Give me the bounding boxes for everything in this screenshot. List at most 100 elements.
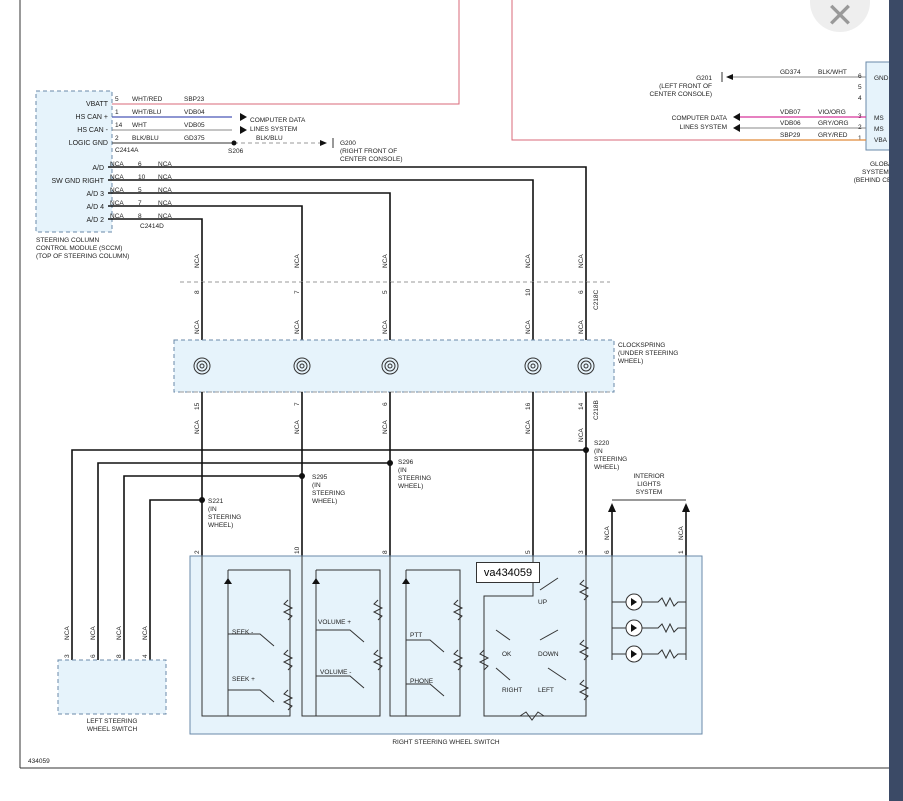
svg-text:NCA: NCA [525, 420, 532, 434]
svg-text:7: 7 [294, 290, 301, 294]
resistor-icon [519, 711, 545, 721]
svg-text:2: 2 [194, 550, 201, 554]
svg-text:LEFT: LEFT [538, 687, 554, 694]
arrow-icon [240, 126, 247, 134]
gsm-data-1: LINES SYSTEM [680, 124, 727, 131]
svg-text:8: 8 [194, 290, 201, 294]
diode-icon [224, 578, 232, 584]
arrow-icon [733, 113, 740, 121]
svg-text:S221: S221 [208, 498, 224, 505]
nca-tag: NCA [110, 213, 124, 220]
sccm-circuit-3: GD375 [184, 135, 205, 142]
svg-text:7: 7 [294, 402, 301, 406]
resistor-icon [282, 599, 294, 621]
resistor-icon [578, 639, 590, 661]
sccm-lower-num-4: 8 [138, 213, 142, 220]
sccm-connector-a: C2414A [115, 147, 139, 154]
svg-text:5: 5 [382, 290, 389, 294]
svg-text:PHONE: PHONE [410, 678, 434, 685]
sccm-pin-1: HS CAN + [76, 114, 108, 121]
sccm-circuit-1: VDB04 [184, 109, 205, 116]
g200-1: (RIGHT FRONT OF [340, 148, 397, 155]
svg-text:WHEEL SWITCH: WHEEL SWITCH [87, 726, 138, 733]
gsm-pin-0: 6 [858, 73, 862, 80]
sccm-circuit-2: VDB05 [184, 122, 205, 129]
svg-text:INTERIOR: INTERIOR [633, 473, 664, 480]
resistor-icon [452, 649, 464, 671]
sccm-lower-pin-2: SW GND RIGHT [52, 178, 105, 185]
svg-text:14: 14 [578, 402, 585, 410]
rsw-pin-labels: 2 10 8 5 3 6 1 [194, 546, 685, 554]
svg-text:NCA: NCA [382, 420, 389, 434]
svg-text:STEERING: STEERING [312, 490, 345, 497]
s221-splice [199, 497, 205, 503]
svg-text:NCA: NCA [578, 320, 585, 334]
image-tag: va434059 [476, 562, 540, 583]
right-steering-wheel-switch [189, 555, 703, 735]
svg-text:1: 1 [678, 550, 685, 554]
s295-splice [299, 473, 305, 479]
svg-text:16: 16 [525, 402, 532, 410]
sccm-pin-2: HS CAN - [77, 127, 108, 134]
gsm-pin-2: 4 [858, 95, 862, 102]
scrollbar[interactable] [889, 0, 903, 801]
arrow-icon [320, 140, 327, 146]
gsm-title-2: (BEHIND CEN [854, 177, 897, 184]
resistor-icon [282, 689, 294, 711]
svg-text:OK: OK [502, 651, 512, 658]
svg-text:VOLUME -: VOLUME - [320, 669, 351, 676]
gsm-label-1: MS [874, 115, 884, 122]
svg-text:6: 6 [382, 402, 389, 406]
sccm-module [35, 90, 113, 233]
sccm-num-0: 5 [115, 96, 119, 103]
g200-2: CENTER CONSOLE) [340, 156, 402, 163]
svg-text:NCA: NCA [604, 526, 611, 540]
g201-1: (LEFT FRONT OF [659, 83, 712, 90]
svg-text:NCA: NCA [382, 254, 389, 268]
gsm-color-0: VIO/ORG [818, 109, 846, 116]
interior-lights: INTERIOR LIGHTS SYSTEM NCA NCA [604, 473, 690, 556]
svg-text:DOWN: DOWN [538, 651, 559, 658]
sccm-connector-d: C2414D [140, 223, 164, 230]
clockspring-title-0: CLOCKSPRING [618, 342, 665, 349]
figure-id: 434059 [28, 758, 50, 765]
svg-text:NCA: NCA [578, 428, 585, 442]
svg-text:15: 15 [194, 402, 201, 410]
g201-0: G201 [696, 75, 712, 82]
clock-pin-labels: 15 7 6 16 14 C218B NCA NCA NCA NCA NCA [194, 400, 600, 442]
sccm-color-0: WHT/RED [132, 96, 163, 103]
sccm-pin-labels: VBATT HS CAN + HS CAN - LOGIC GND A/D SW… [52, 101, 109, 224]
diode-icon [312, 578, 320, 584]
svg-text:6: 6 [604, 550, 611, 554]
s206-label: S206 [228, 148, 244, 155]
g200-0: G200 [340, 140, 356, 147]
arrow-icon [726, 74, 733, 80]
resistor-icon [452, 599, 464, 621]
sccm-color-1: WHT/BLU [132, 109, 162, 116]
svg-text:SEEK -: SEEK - [232, 629, 253, 636]
nca-tag: NCA [110, 200, 124, 207]
svg-text:S296: S296 [398, 459, 414, 466]
resistor-icon [372, 599, 384, 621]
svg-text:(IN: (IN [208, 506, 217, 513]
gsm-label-0: GND [874, 75, 889, 82]
nca-tag: NCA [158, 161, 172, 168]
gd374-label: GD374 [780, 69, 801, 76]
gsm-pin-1: 5 [858, 84, 862, 91]
sccm-circuit-0: SBP23 [184, 96, 205, 103]
svg-text:(IN: (IN [398, 467, 407, 474]
svg-text:NCA: NCA [294, 420, 301, 434]
arrow-up-icon [682, 503, 690, 512]
svg-text:WHEEL): WHEEL) [594, 464, 619, 471]
clockspring-coils [193, 357, 595, 375]
gsm-title-0: GLOBAL [870, 161, 896, 168]
svg-text:PTT: PTT [410, 632, 422, 639]
svg-text:SYSTEM: SYSTEM [636, 489, 663, 496]
gsm-color-2: GRY/RED [818, 132, 848, 139]
svg-text:6: 6 [90, 654, 97, 658]
gsm-label-2: MS [874, 126, 884, 133]
sccm-wires: 5 1 14 2 WHT/RED WHT/BLU WHT BLK/BLU SBP… [112, 96, 402, 163]
arrow-up-icon [608, 503, 616, 512]
diode-icon [402, 578, 410, 584]
gsm-color-1: GRY/ORG [818, 120, 849, 127]
